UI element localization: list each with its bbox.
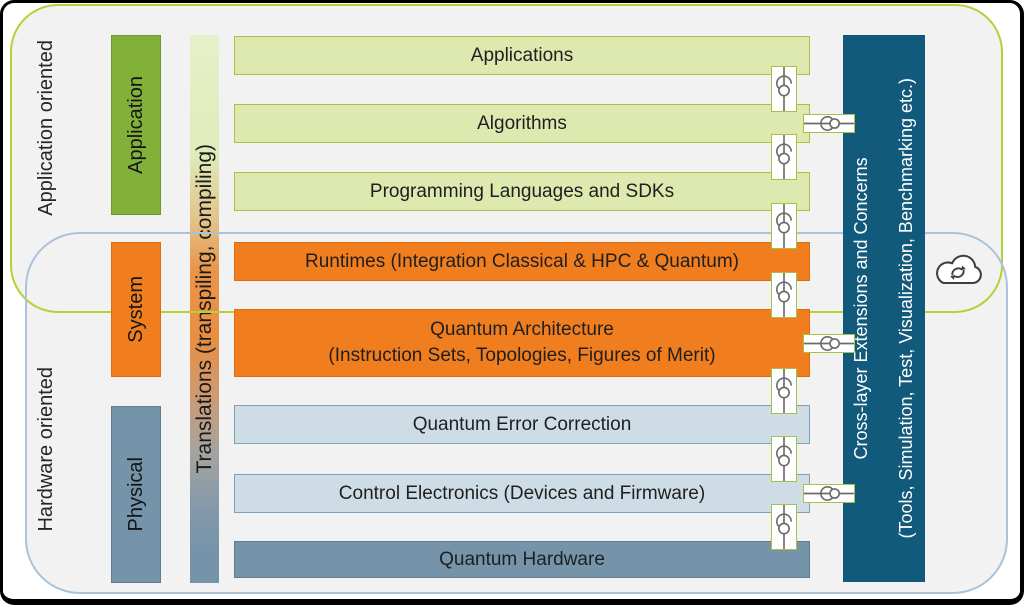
ball-and-socket-connector-icon xyxy=(771,134,797,180)
layer-bar-quantum-architecture: Quantum Architecture (Instruction Sets, … xyxy=(234,309,810,377)
ball-and-socket-connector-icon xyxy=(771,504,797,550)
layer-bar-runtimes: Runtimes (Integration Classical & HPC & … xyxy=(234,242,810,281)
translations-bar-label: Translations (transpiling, compiling) xyxy=(192,144,216,474)
category-box-physical: Physical xyxy=(111,406,161,583)
translations-bar: Translations (transpiling, compiling) xyxy=(190,35,219,583)
ball-and-socket-connector-icon xyxy=(803,334,855,353)
layer-bar-quantum-hardware: Quantum Hardware xyxy=(234,541,810,578)
ball-and-socket-connector-icon xyxy=(771,436,797,482)
layer-bar-control-electronics: Control Electronics (Devices and Firmwar… xyxy=(234,474,810,513)
side-label-application-oriented: Application oriented xyxy=(34,39,57,216)
layer-bar-algorithms: Algorithms xyxy=(234,104,810,143)
ball-and-socket-connector-icon xyxy=(803,484,855,503)
layer-bar-applications: Applications xyxy=(234,36,810,75)
layer-bar-quantum-error-correction: Quantum Error Correction xyxy=(234,405,810,444)
cross-layer-label: Cross-layer Extensions and Concerns (Too… xyxy=(851,78,916,539)
cross-layer-bar: Cross-layer Extensions and Concerns (Too… xyxy=(843,35,925,582)
category-box-application: Application xyxy=(111,35,161,215)
category-box-system: System xyxy=(111,242,161,377)
ball-and-socket-connector-icon xyxy=(803,114,855,133)
ball-and-socket-connector-icon xyxy=(771,272,797,318)
layer-bar-programming-languages: Programming Languages and SDKs xyxy=(234,172,810,211)
ball-and-socket-connector-icon xyxy=(771,368,797,414)
side-label-hardware-oriented: Hardware oriented xyxy=(34,367,57,532)
ball-and-socket-connector-icon xyxy=(771,66,797,112)
cloud-sync-icon xyxy=(929,253,987,289)
ball-and-socket-connector-icon xyxy=(771,203,797,249)
